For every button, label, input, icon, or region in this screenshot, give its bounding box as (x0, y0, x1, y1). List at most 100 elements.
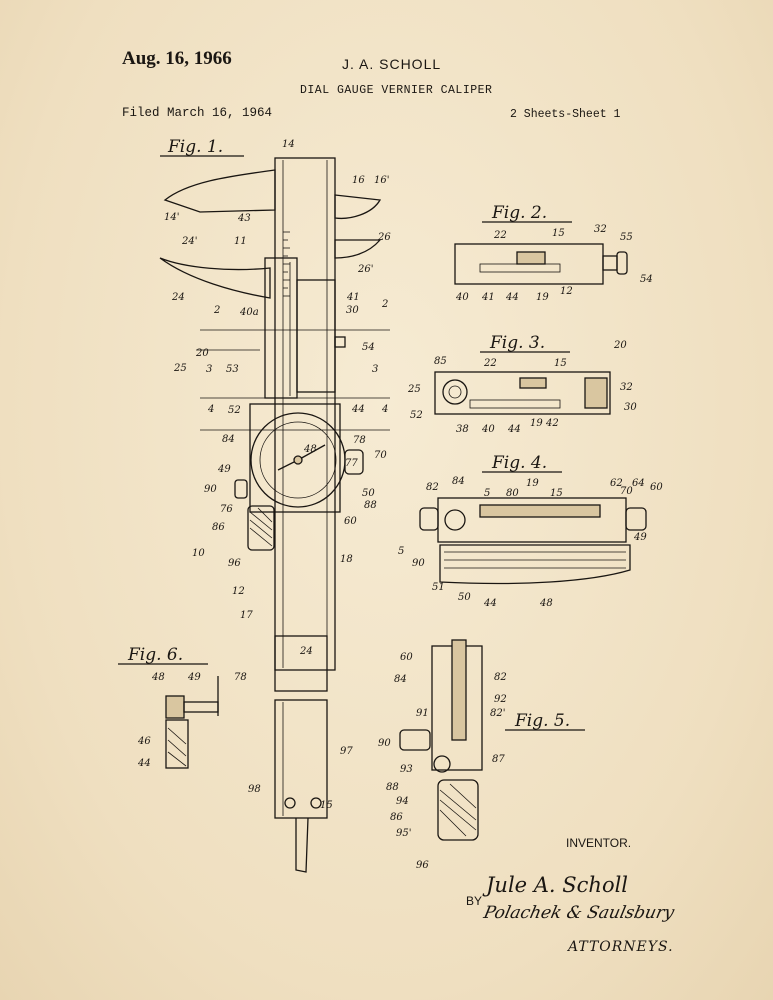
callout-label: 42 (545, 418, 559, 429)
filed-date: Filed March 16, 1964 (122, 106, 273, 120)
callout-label: 70 (620, 486, 633, 497)
fig1-label: Fig. 1. (167, 137, 223, 157)
callout-label: 90 (412, 558, 425, 569)
callout-label: 26 (377, 232, 391, 243)
callout-label: 54 (640, 274, 653, 285)
callout-label: 82 (494, 672, 507, 683)
callout-label: 40 (455, 292, 469, 303)
callout-label: 19 (536, 292, 549, 303)
callout-label: 70 (374, 450, 387, 461)
callout-label: 84 (394, 674, 407, 685)
callout-label: 3 (372, 364, 378, 375)
callout-label: 41 (346, 292, 360, 303)
fig6-label: Fig. 6. (127, 645, 183, 665)
callout-label: 92 (494, 694, 507, 705)
callout-label: 40 (481, 424, 495, 435)
callout-label: 5 (398, 546, 404, 557)
by-label: BY (466, 894, 483, 908)
callout-label: 85 (434, 356, 447, 367)
callout-label: 4 (381, 404, 388, 415)
fig4-drawing: Fig. 4. (419, 453, 647, 585)
callout-label: 24 (171, 292, 185, 303)
fig3-drawing: Fig. 3. (434, 333, 611, 415)
sheet-count: 2 Sheets-Sheet 1 (510, 108, 621, 121)
patent-title: DIAL GAUGE VERNIER CALIPER (300, 84, 493, 97)
callout-label: 54 (362, 342, 375, 353)
callout-label: 25 (407, 384, 421, 395)
callout-label: 86 (390, 812, 403, 823)
callout-label: 52 (228, 405, 241, 416)
callout-label: 15 (554, 358, 567, 369)
callout-label: 22 (483, 358, 497, 369)
callout-label: 20 (195, 348, 209, 359)
callout-label: 48 (151, 672, 165, 683)
callout-label: 4 (207, 404, 214, 415)
callout-label: 24 (299, 646, 313, 657)
callout-label: 84 (452, 476, 465, 487)
callout-label: 44 (505, 292, 519, 303)
fig5-drawing: Fig. 5. (399, 639, 585, 841)
callout-label: 32 (594, 224, 607, 235)
callout-label: 87 (492, 754, 505, 765)
fig6-drawing: Fig. 6. (118, 645, 219, 769)
callout-label: 77 (345, 458, 358, 469)
callout-label: 55 (620, 232, 633, 243)
callout-label: 44 (507, 424, 521, 435)
attorneys-signature: Polachek & Saulsbury (481, 903, 676, 923)
fig2-drawing: Fig. 2. (454, 203, 628, 285)
callout-label: 12 (232, 586, 245, 597)
callout-label: 51 (432, 582, 445, 593)
callout-label: 78 (234, 672, 247, 683)
callout-label: 25 (173, 363, 187, 374)
callout-label: 11 (234, 236, 247, 247)
callout-label: 44 (137, 758, 151, 769)
callout-label: 95' (396, 828, 411, 839)
callout-label: 78 (353, 435, 366, 446)
callout-label: 32 (620, 382, 633, 393)
callout-label: 93 (400, 764, 413, 775)
callout-label: 12 (560, 286, 573, 297)
inventor-header: J. A. SCHOLL (342, 56, 442, 72)
callout-label: 24' (181, 236, 197, 247)
callout-label: 84 (222, 434, 235, 445)
callout-label: 88 (386, 782, 399, 793)
callout-label: 18 (340, 554, 353, 565)
callout-label: 17 (240, 610, 253, 621)
callout-label: 5 (484, 488, 490, 499)
callout-label: 20 (613, 340, 627, 351)
callout-label: 48 (539, 598, 553, 609)
callout-label: 43 (237, 213, 251, 224)
callout-label: 49 (187, 672, 201, 683)
callout-label: 3 (206, 364, 212, 375)
callout-label: 60 (400, 652, 413, 663)
callout-label: 30 (624, 402, 637, 413)
callout-label: 88 (364, 500, 377, 511)
callout-label: 48 (303, 444, 317, 455)
callout-label: 62 (610, 478, 623, 489)
callout-label: 64 (632, 478, 645, 489)
callout-label: 86 (212, 522, 225, 533)
callout-label: 82 (426, 482, 439, 493)
callout-label: 19 (526, 478, 539, 489)
callout-label: 41 (481, 292, 495, 303)
callout-label: 82' (490, 708, 505, 719)
callout-label: 38 (456, 424, 469, 435)
callout-label: 44 (351, 404, 365, 415)
callout-label: 14 (282, 139, 295, 150)
callout-label: 98 (248, 784, 261, 795)
callout-label: 94 (396, 796, 409, 807)
callout-label: 96 (416, 860, 429, 871)
callout-label: 16' (374, 175, 389, 186)
callout-label: 80 (506, 488, 519, 499)
callout-label: 15 (552, 228, 565, 239)
fig4-label: Fig. 4. (491, 453, 547, 473)
callout-label: 52 (410, 410, 423, 421)
callout-label: 44 (483, 598, 497, 609)
callout-label: 60 (650, 482, 663, 493)
callout-label: 16 (352, 175, 365, 186)
callout-label: 97 (340, 746, 353, 757)
callout-label: 15 (320, 800, 333, 811)
callout-label: 49 (633, 532, 647, 543)
callout-label: 19 (530, 418, 543, 429)
